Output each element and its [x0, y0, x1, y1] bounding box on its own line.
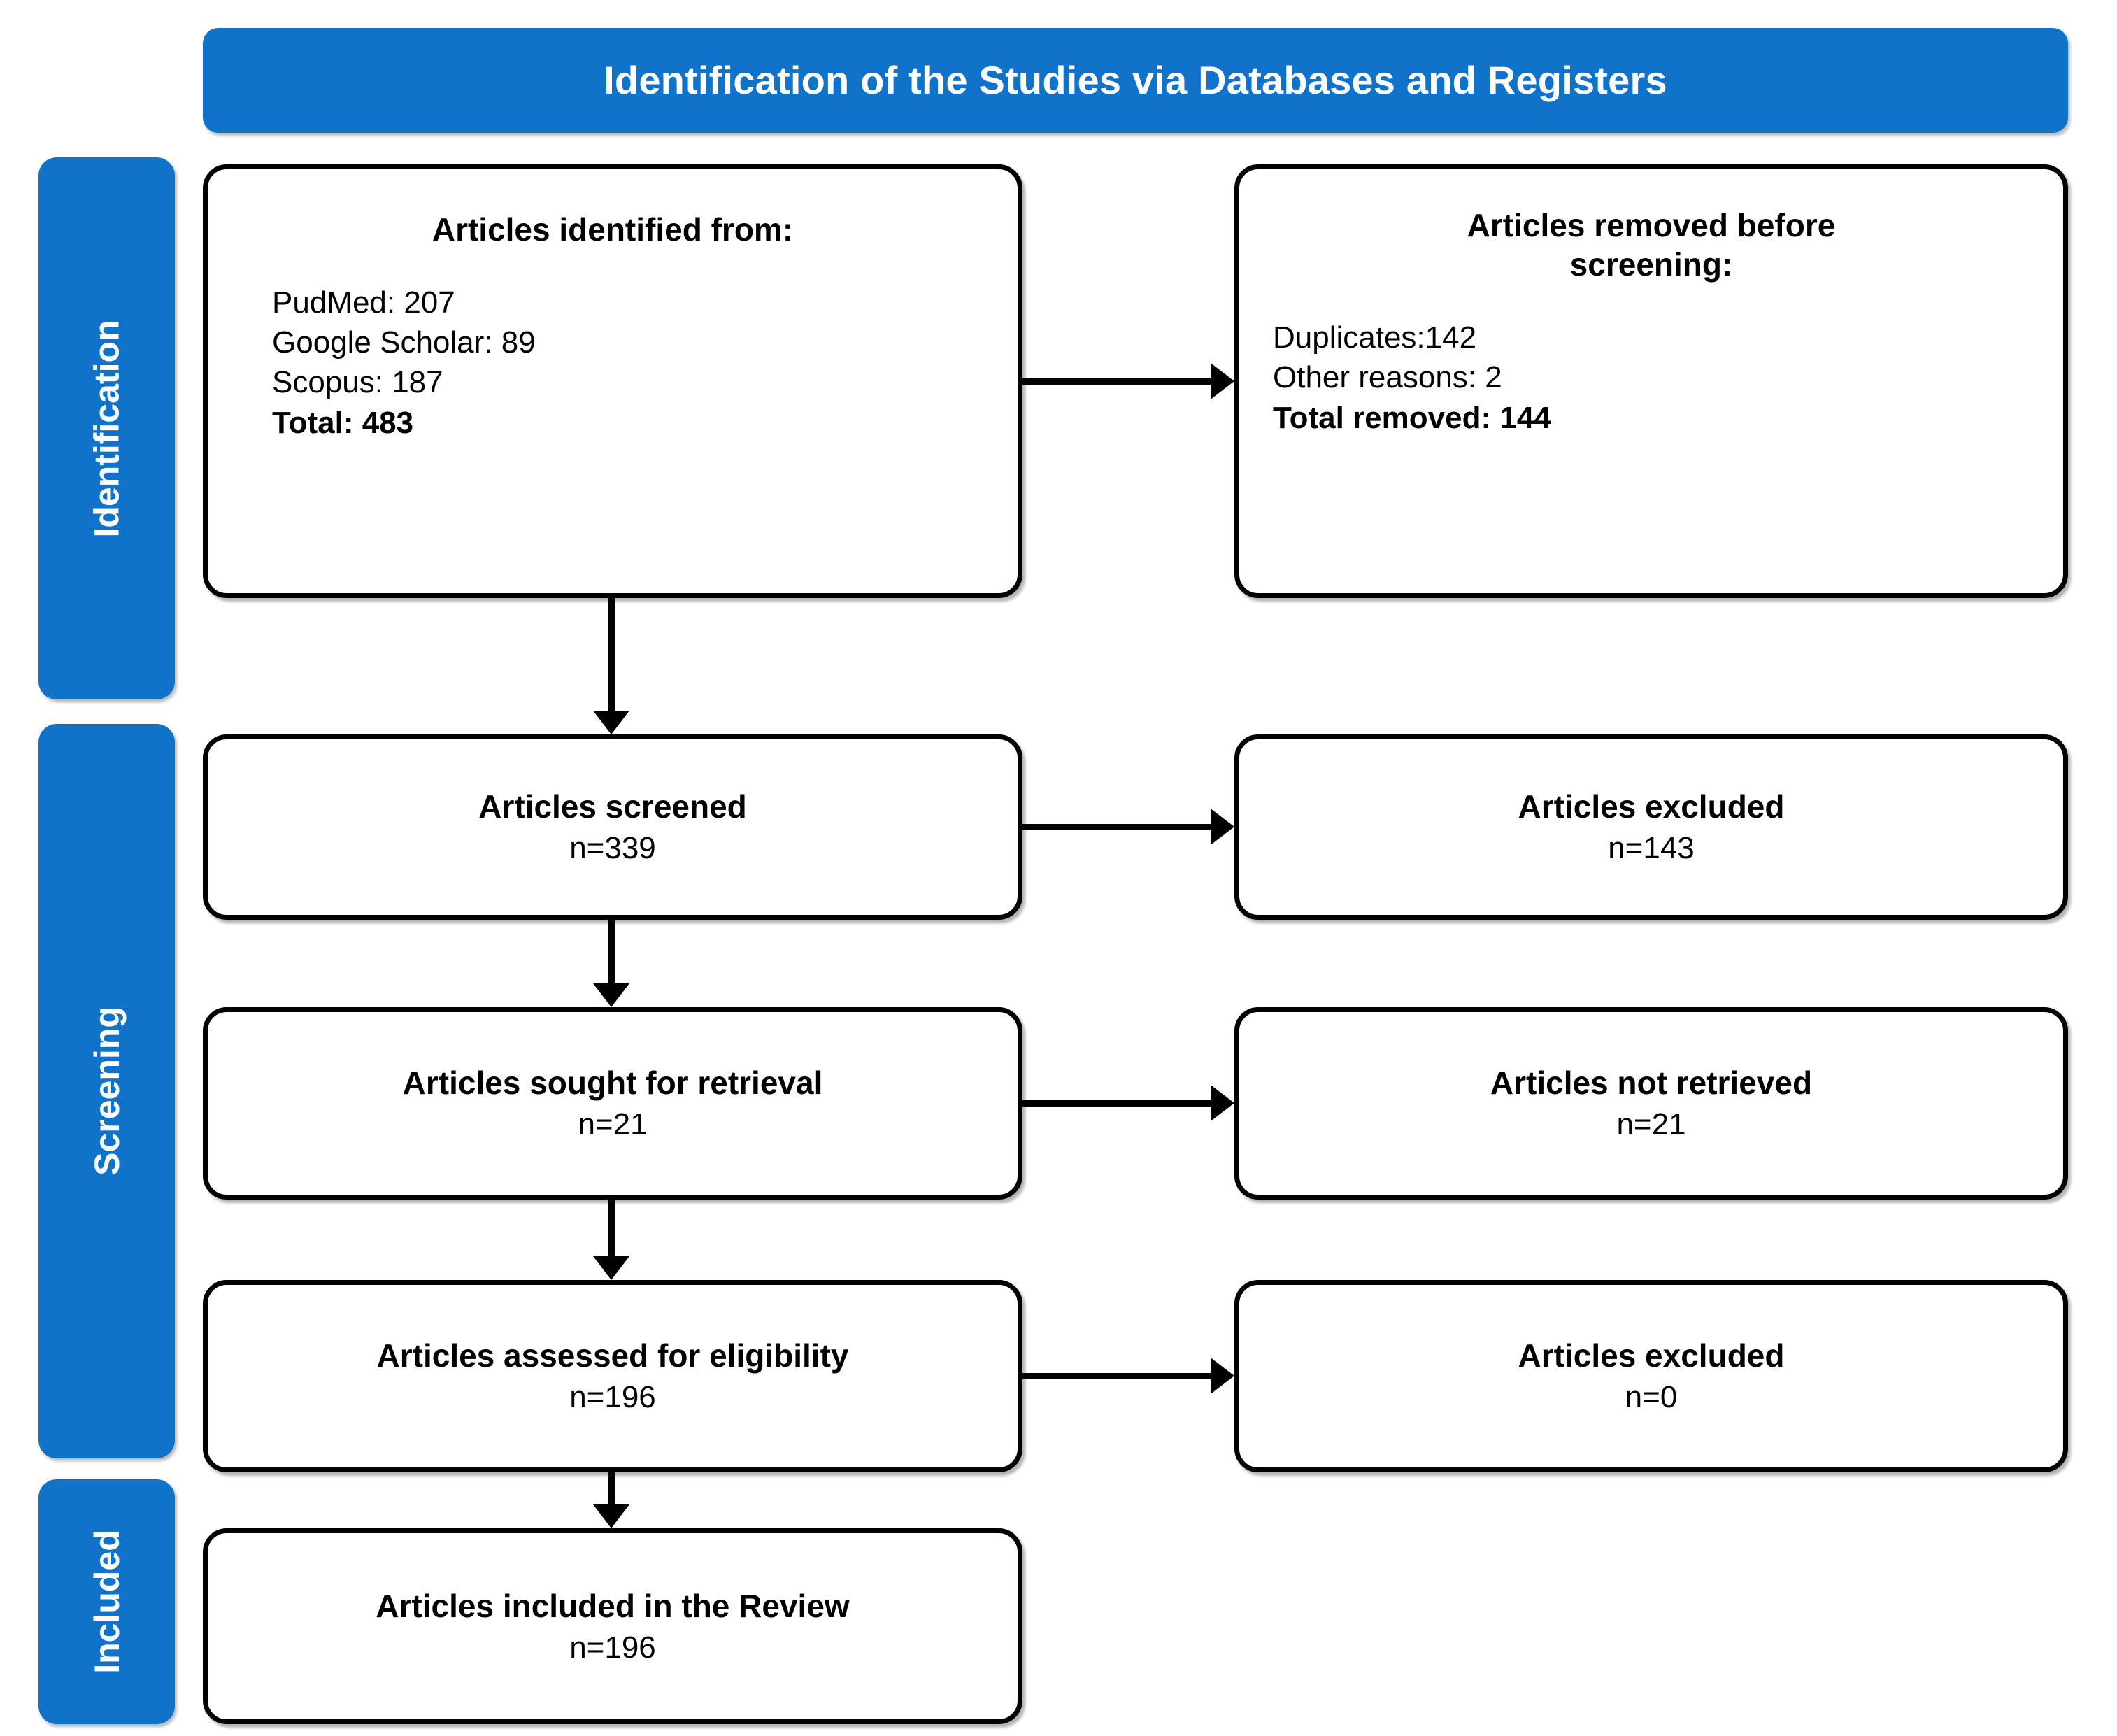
- connector-sought-to-not-retrieved: [1022, 1100, 1211, 1107]
- reason-line: Duplicates:142: [1273, 320, 1477, 355]
- node-articles-screened: Articles screened n=339: [203, 734, 1022, 920]
- stage-label-identification: Identification: [38, 157, 175, 699]
- node-articles-assessed: Articles assessed for eligibility n=196: [203, 1280, 1022, 1472]
- arrow-down-icon: [593, 1504, 629, 1528]
- connector-screened-to-sought: [608, 920, 615, 983]
- stage-label-identification-text: Identification: [87, 319, 127, 538]
- stage-label-included-text: Included: [87, 1530, 127, 1674]
- arrow-right-icon: [1211, 1085, 1234, 1121]
- connector-identified-to-removed: [1022, 378, 1211, 385]
- connector-screened-to-excluded: [1022, 824, 1211, 830]
- arrow-right-icon: [1211, 809, 1234, 845]
- node-articles-screened-title: Articles screened: [478, 788, 747, 825]
- arrow-down-icon: [593, 983, 629, 1007]
- diagram-header-banner: Identification of the Studies via Databa…: [203, 28, 2068, 133]
- node-articles-included-title: Articles included in the Review: [376, 1587, 850, 1624]
- node-articles-identified-sources: PudMed: 207 Google Scholar: 89 Scopus: 1…: [272, 283, 536, 443]
- node-articles-screened-count: n=339: [569, 831, 656, 866]
- node-articles-removed-title: Articles removed before screening:: [1467, 207, 1836, 283]
- connector-assessed-to-included: [608, 1472, 615, 1504]
- arrow-down-icon: [593, 711, 629, 734]
- node-articles-excluded-eligibility-title: Articles excluded: [1518, 1337, 1785, 1374]
- node-articles-assessed-title: Articles assessed for eligibility: [376, 1337, 849, 1374]
- reason-total-line: Total removed: 144: [1273, 400, 1551, 435]
- node-articles-removed-reasons: Duplicates:142 Other reasons: 2 Total re…: [1273, 318, 1551, 438]
- node-articles-excluded-eligibility: Articles excluded n=0: [1234, 1280, 2068, 1472]
- stage-label-screening-text: Screening: [87, 1006, 127, 1176]
- arrow-down-icon: [593, 1256, 629, 1280]
- node-articles-not-retrieved-count: n=21: [1616, 1107, 1686, 1142]
- node-articles-sought-title: Articles sought for retrieval: [402, 1065, 823, 1102]
- node-articles-not-retrieved-title: Articles not retrieved: [1490, 1065, 1813, 1102]
- stage-label-included: Included: [38, 1479, 175, 1724]
- node-articles-assessed-count: n=196: [569, 1380, 656, 1415]
- node-articles-excluded-screening-count: n=143: [1608, 831, 1695, 866]
- node-articles-not-retrieved: Articles not retrieved n=21: [1234, 1007, 2068, 1200]
- node-articles-excluded-screening-title: Articles excluded: [1518, 788, 1785, 825]
- node-articles-sought: Articles sought for retrieval n=21: [203, 1007, 1022, 1200]
- page-title: Identification of the Studies via Databa…: [604, 58, 1667, 103]
- connector-assessed-to-excluded: [1022, 1373, 1211, 1379]
- node-articles-sought-count: n=21: [578, 1107, 648, 1142]
- node-articles-identified: Articles identified from: PudMed: 207 Go…: [203, 164, 1022, 598]
- arrow-right-icon: [1211, 1358, 1234, 1394]
- stage-label-screening: Screening: [38, 724, 175, 1458]
- node-articles-included: Articles included in the Review n=196: [203, 1528, 1022, 1724]
- node-articles-removed: Articles removed before screening: Dupli…: [1234, 164, 2068, 598]
- connector-sought-to-assessed: [608, 1200, 615, 1256]
- source-line: Google Scholar: 89: [272, 325, 536, 360]
- source-total-line: Total: 483: [272, 405, 414, 440]
- node-articles-excluded-eligibility-count: n=0: [1625, 1380, 1678, 1415]
- arrow-right-icon: [1211, 363, 1234, 399]
- source-line: PudMed: 207: [272, 285, 455, 320]
- node-articles-excluded-screening: Articles excluded n=143: [1234, 734, 2068, 920]
- source-line: Scopus: 187: [272, 365, 443, 400]
- node-articles-included-count: n=196: [569, 1630, 656, 1665]
- connector-identified-to-screened: [608, 598, 615, 711]
- reason-line: Other reasons: 2: [1273, 360, 1502, 395]
- node-articles-identified-title: Articles identified from:: [432, 211, 794, 248]
